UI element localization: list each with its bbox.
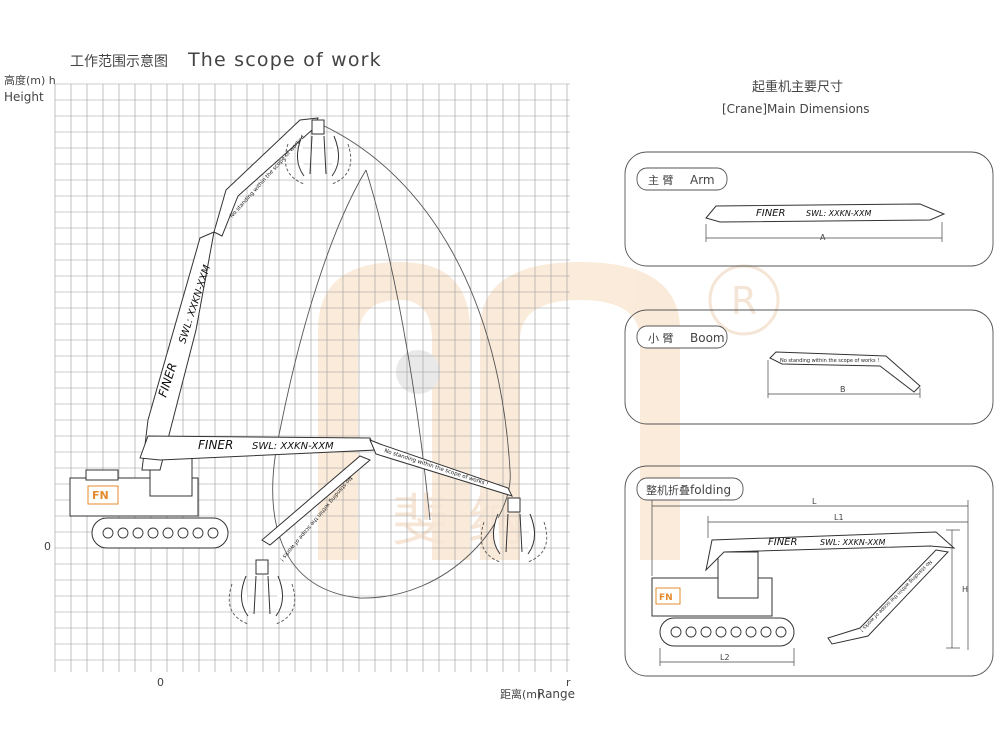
folding-dim-l: L — [812, 497, 817, 506]
horizontal-arm-brand: FINER — [198, 438, 233, 452]
track-wheel — [207, 527, 219, 539]
arm-swl: SWL: XXKN-XXM — [806, 209, 871, 218]
panel-folding-label-cn: 整机折叠 — [646, 483, 690, 497]
track-wheel — [700, 626, 712, 638]
x-zero-label: 0 — [157, 676, 164, 689]
folding-arm — [705, 531, 956, 572]
panel-arm: 主 臂 Arm FINER SWL: XXKN-XXM A — [624, 151, 994, 267]
boom-warning: No standing within the scope of works ! — [780, 358, 879, 364]
folding-logo: FN — [659, 593, 673, 603]
panel-boom-frame — [624, 309, 994, 425]
track-wheel — [760, 626, 772, 638]
folding-swl: SWL: XXKN-XXM — [820, 538, 885, 547]
folding-cab — [717, 551, 759, 599]
folding-warning: No standing within the scope of works ! — [858, 559, 932, 633]
panel-arm-label-en: Arm — [690, 173, 715, 187]
track-frame — [91, 517, 229, 549]
title-cn: 工作范围示意图 — [70, 53, 168, 70]
track-wheel — [117, 527, 129, 539]
track-wheel — [147, 527, 159, 539]
panel-folding-label-en: folding — [690, 483, 731, 497]
folding-dim-h: H — [962, 585, 968, 594]
folding-track-wheels — [670, 626, 787, 638]
track-wheel — [745, 626, 757, 638]
track-wheel — [177, 527, 189, 539]
y-axis-label-en: Height — [4, 90, 44, 104]
panel-arm-label-box — [636, 167, 728, 191]
panel-folding: 整机折叠 folding FN FINER SWL: XXKN-XXM No s… — [624, 465, 994, 677]
panel-boom-label-cn: 小 臂 — [648, 332, 674, 345]
reach-envelope-inner — [365, 169, 431, 521]
track-wheel — [162, 527, 174, 539]
panel-boom: 小 臂 Boom No standing within the scope of… — [624, 309, 994, 425]
panel-arm-label-cn: 主 臂 — [648, 174, 674, 187]
watermark-logo-shape — [318, 262, 470, 560]
x-corner-label: r — [566, 676, 571, 689]
watermark: R 斐纳 — [318, 262, 780, 560]
track-wheel — [132, 527, 144, 539]
folding-boom — [827, 549, 950, 645]
y-zero-label: 0 — [44, 540, 51, 553]
boom-dim-b: B — [840, 385, 846, 394]
panel-folding-label-box — [636, 477, 744, 501]
folding-logo-badge — [655, 587, 681, 605]
dimensions-title-en: [Crane]Main Dimensions — [722, 102, 870, 116]
watermark-registered-mark: R — [731, 279, 757, 323]
track-wheel — [102, 527, 114, 539]
reach-envelope-curve — [272, 123, 511, 599]
machine-logo-badge — [87, 485, 119, 505]
extension-boom-down — [261, 455, 371, 546]
horizontal-arm-swl: SWL: XXKN-XXM — [252, 441, 334, 452]
grapple-top — [284, 119, 352, 185]
track-wheel — [730, 626, 742, 638]
grid — [54, 83, 570, 672]
extension-boom-horizontal — [369, 439, 513, 497]
grapple-bottom — [228, 559, 296, 625]
y-axis-label-cn: 高度(m) h — [4, 73, 56, 87]
track-wheel — [670, 626, 682, 638]
folding-brand: FINER — [768, 537, 797, 548]
grapple-right — [480, 497, 548, 563]
track-wheel — [715, 626, 727, 638]
folding-dim-l1: L1 — [834, 513, 844, 522]
x-axis-label-en: Range — [537, 687, 575, 701]
boom-drawing — [769, 351, 921, 393]
track-wheel — [685, 626, 697, 638]
counterweight — [85, 469, 119, 481]
track-wheel — [775, 626, 787, 638]
track-wheel — [192, 527, 204, 539]
title-en: The scope of work — [187, 49, 382, 71]
dimensions-title-cn: 起重机主要尺寸 — [752, 79, 843, 95]
machine-logo: FN — [92, 489, 109, 502]
x-axis-label-cn: 距离(m) — [500, 687, 541, 701]
panel-boom-label-box — [636, 325, 728, 349]
panel-boom-label-en: Boom — [690, 331, 725, 345]
folding-track — [659, 617, 795, 647]
panel-folding-frame — [624, 465, 994, 677]
folding-dim-l2: L2 — [720, 653, 730, 662]
panel-arm-frame — [624, 151, 994, 267]
arm-drawing — [705, 203, 946, 223]
arm-dim-a: A — [820, 233, 826, 242]
arm-brand: FINER — [756, 208, 785, 219]
track-wheels — [102, 527, 219, 539]
